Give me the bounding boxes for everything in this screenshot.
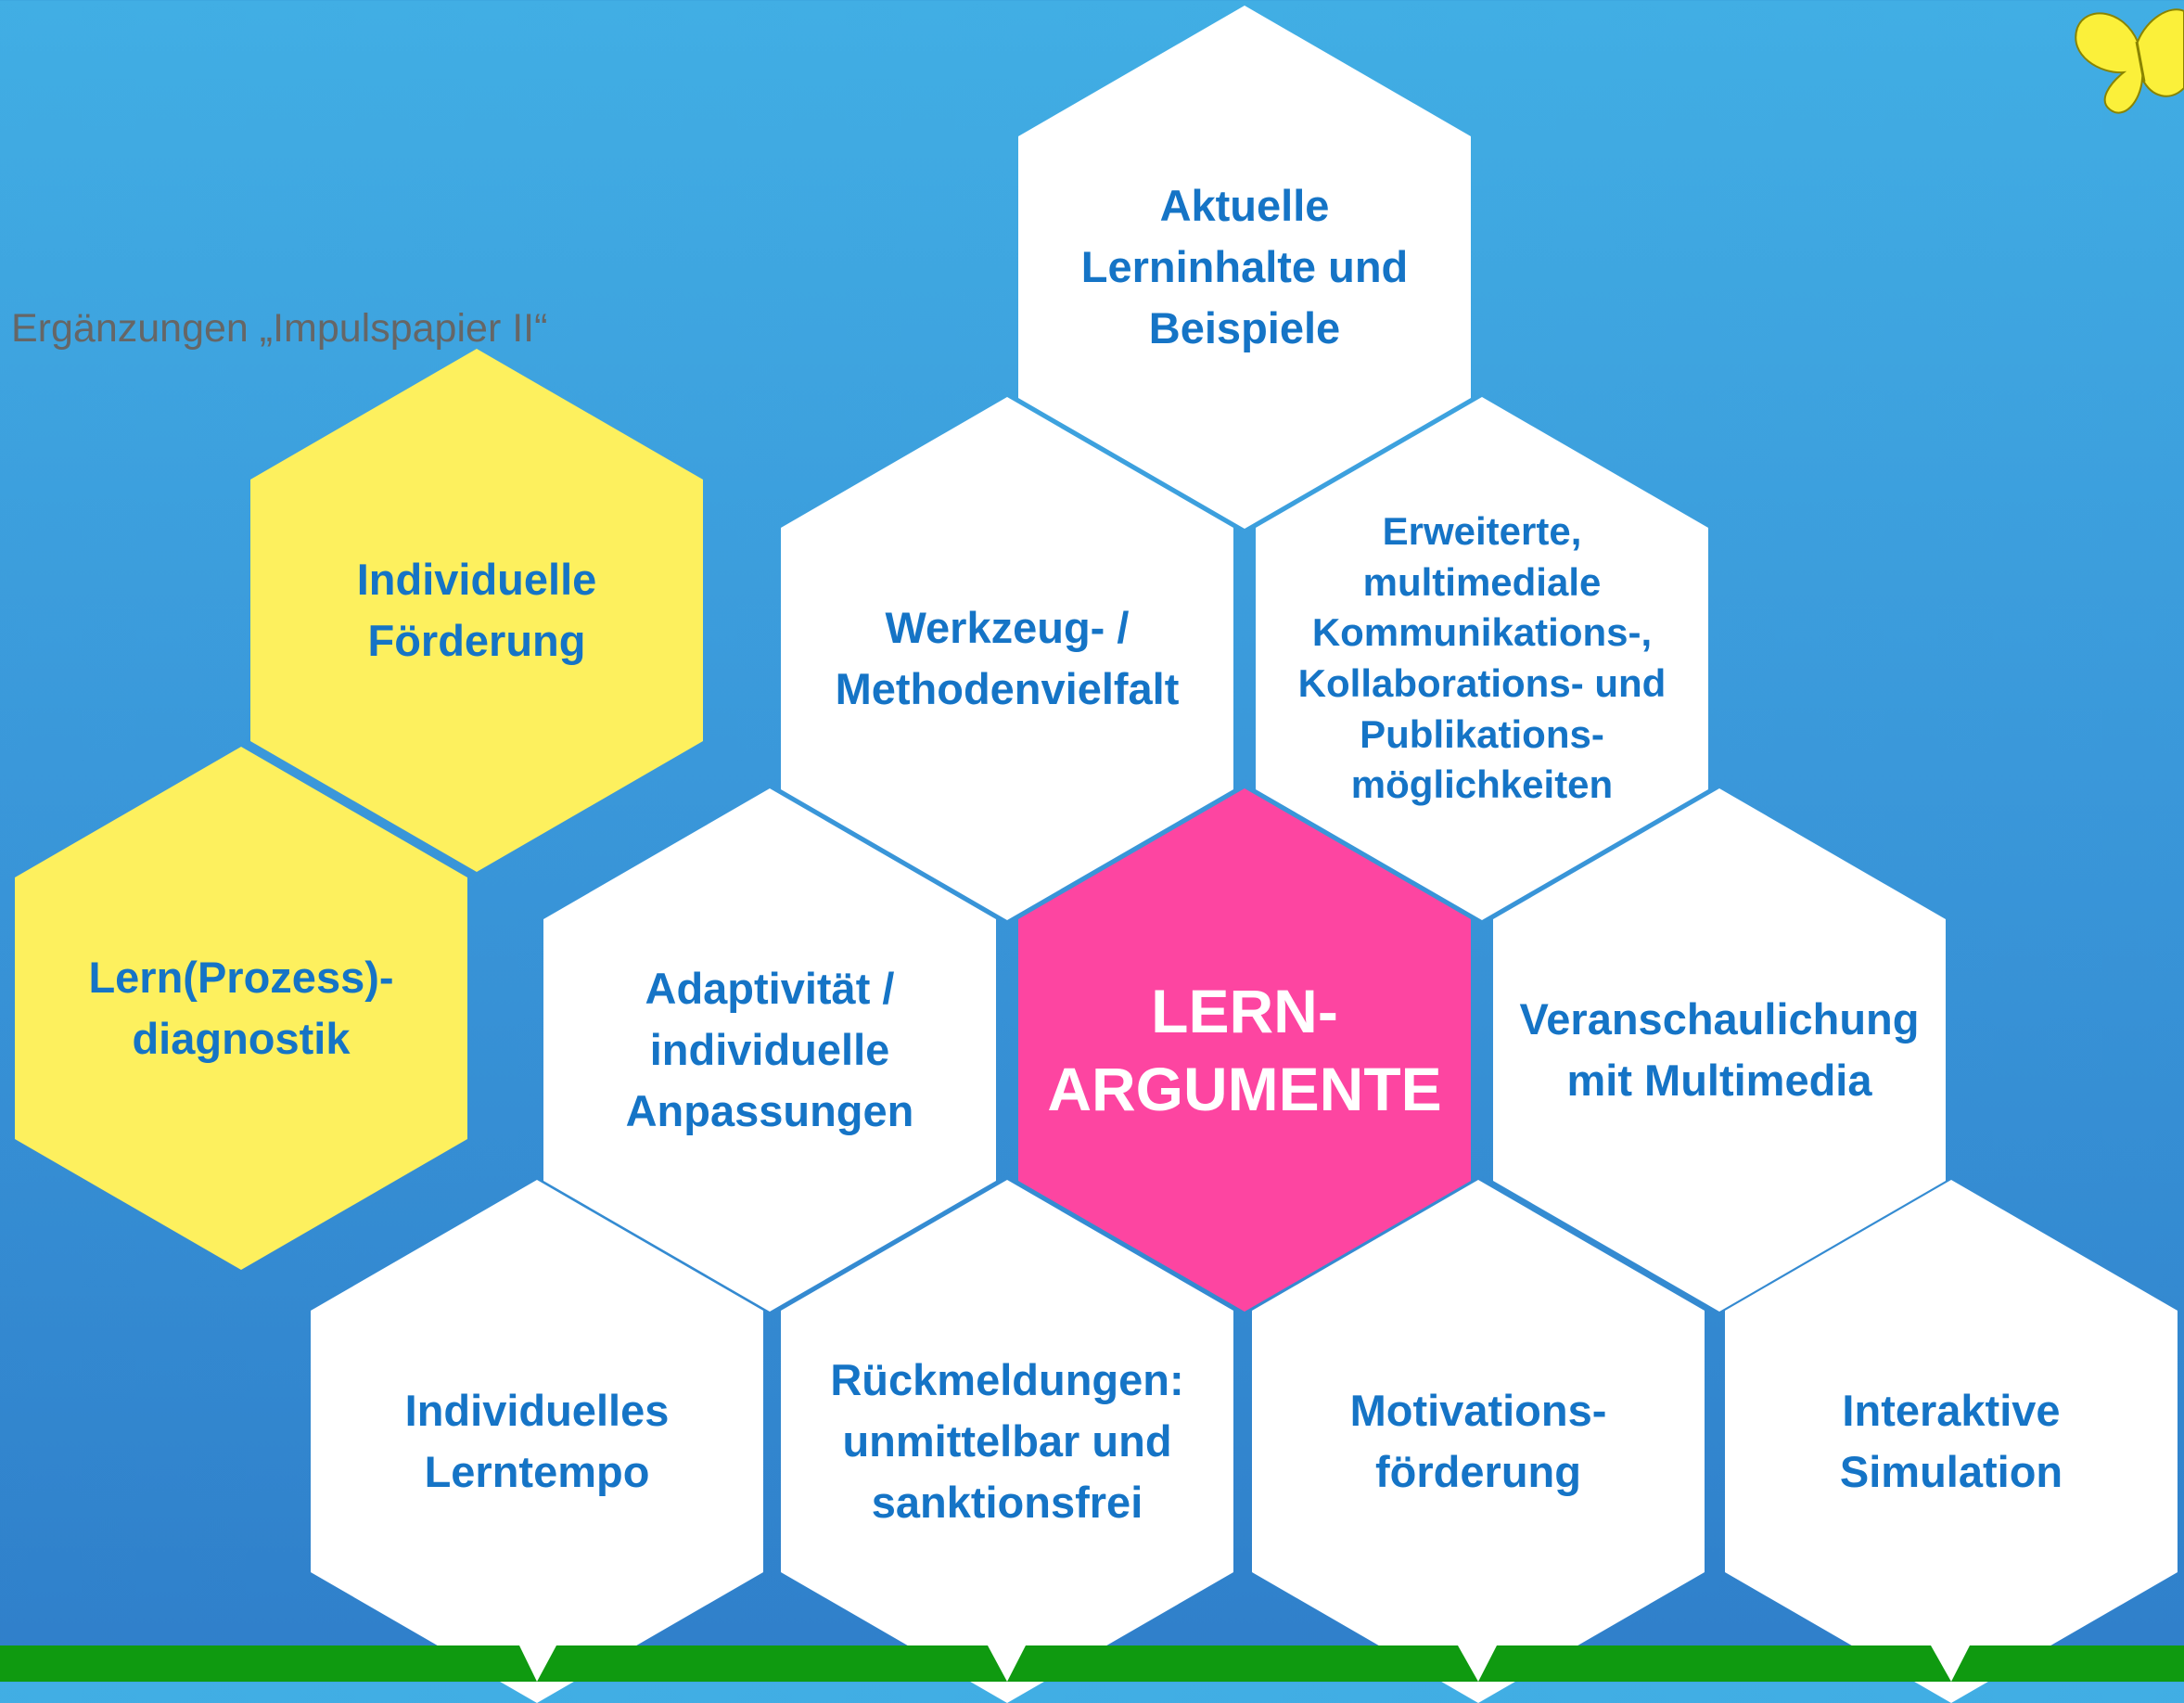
- center-label: LERN- ARGUMENTE: [1047, 976, 1442, 1123]
- hex-veranschaulichung: Veranschaulichung mit Multimedia: [1493, 788, 1946, 1312]
- hex-lernprozess-diagnostik: Lern(Prozess)- diagnostik: [15, 747, 467, 1270]
- hex-label: Werkzeug- / Methodenvielfalt: [835, 603, 1180, 713]
- hex-lern-argumente-center: LERN- ARGUMENTE: [1018, 788, 1471, 1312]
- hex-label: Individuelles Lerntempo: [404, 1386, 670, 1496]
- hex-label: Veranschaulichung mit Multimedia: [1519, 994, 1920, 1105]
- hex-label: Erweiterte, multimediale Kommunikations-…: [1297, 509, 1667, 807]
- hex-motivationsfoerderung: Motivations- förderung: [1252, 1180, 1705, 1703]
- hex-aktuelle-lerninhalte: Aktuelle Lerninhalte und Beispiele: [1018, 6, 1471, 529]
- butterfly-icon: [2075, 8, 2184, 114]
- supplement-note: Ergänzungen „Impulspapier II“: [11, 306, 548, 351]
- hex-label: Aktuelle Lerninhalte und Beispiele: [1080, 181, 1409, 352]
- hex-label: Interaktive Simulation: [1839, 1386, 2063, 1496]
- grass-strip: [0, 1645, 2184, 1682]
- hex-label: Adaptivität / individuelle Anpassungen: [625, 964, 914, 1135]
- hex-label: Motivations- förderung: [1349, 1386, 1607, 1496]
- hex-label: Lern(Prozess)- diagnostik: [88, 953, 394, 1063]
- hex-label: Individuelle Förderung: [356, 555, 597, 665]
- hex-erweiterte-kommunikation: Erweiterte, multimediale Kommunikations-…: [1256, 397, 1708, 920]
- hex-label: Rückmeldungen: unmittelbar und sanktions…: [830, 1355, 1184, 1527]
